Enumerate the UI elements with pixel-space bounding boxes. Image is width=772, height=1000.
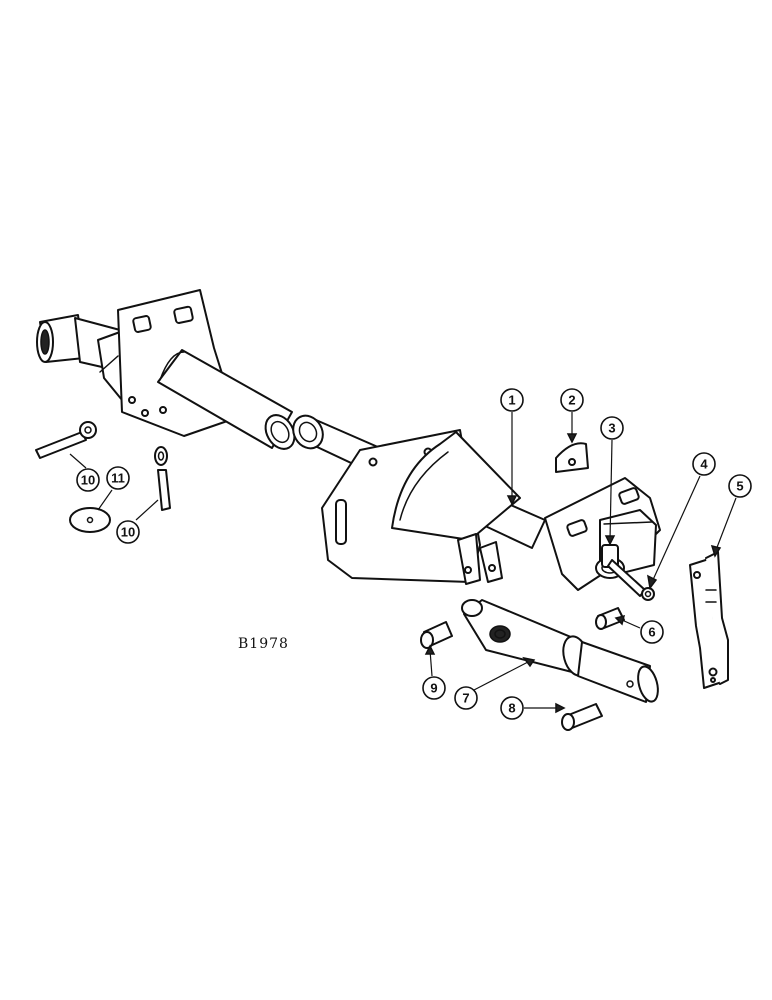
part-9-pin: [420, 621, 453, 649]
right-axle-assembly: [292, 414, 661, 591]
callout-label: 9: [430, 681, 437, 696]
callout-8: 8: [500, 696, 566, 720]
drawing-code: B1978: [238, 636, 289, 652]
callout-6: 6: [614, 614, 664, 644]
callout-label: 4: [700, 457, 708, 472]
callout-label: 10: [121, 525, 135, 540]
callout-4: 4: [647, 452, 716, 590]
part-10-eye-bolt-b: [154, 446, 171, 511]
callout-label: 7: [462, 691, 469, 706]
callout-label: 5: [736, 479, 743, 494]
callout-1: 1: [500, 388, 524, 506]
part-10-eye-bolt-a: [35, 421, 97, 459]
callout-label: 10: [81, 473, 95, 488]
part-4-eye-pin: [607, 559, 655, 601]
callout-2: 2: [560, 388, 584, 444]
left-axle-assembly: [36, 289, 296, 450]
callout-7: 7: [454, 656, 536, 710]
part-2-washer: [555, 442, 589, 473]
part-7-cylinder: [461, 599, 659, 703]
callout-label: 11: [111, 471, 125, 486]
callout-label: 3: [608, 421, 615, 436]
callout-label: 6: [648, 625, 655, 640]
callout-10-a: 10: [69, 453, 100, 492]
callout-11: 11: [97, 466, 130, 511]
callout-5: 5: [710, 474, 752, 558]
callout-10-b: 10: [116, 499, 159, 544]
callout-label: 1: [508, 393, 515, 408]
callout-label: 2: [568, 393, 575, 408]
part-5-link: [689, 551, 729, 689]
part-8-pin: [561, 703, 603, 731]
callout-3: 3: [600, 416, 624, 546]
callout-9: 9: [422, 644, 446, 700]
callout-label: 8: [508, 701, 515, 716]
part-6-pin: [595, 607, 625, 630]
part-11-washer: [69, 507, 111, 533]
